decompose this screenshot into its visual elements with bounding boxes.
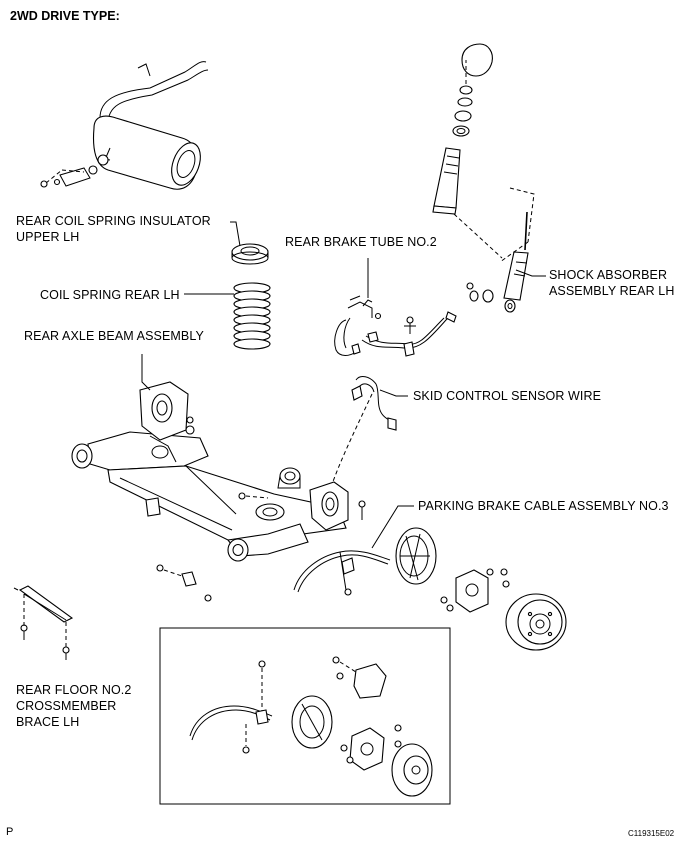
label-shock-absorber-line2: ASSEMBLY REAR LH [549, 284, 675, 298]
brake-tube-drawing [334, 295, 457, 357]
label-coil-spring: COIL SPRING REAR LH [40, 288, 180, 302]
figure-code: C119315E02 [628, 829, 675, 838]
label-floor-brace-line2: CROSSMEMBER [16, 699, 117, 713]
shock-absorber-drawing [466, 211, 529, 313]
inset-disc-brake-drawing [189, 656, 433, 797]
leader-lines [13, 221, 546, 591]
floor-brace-drawing [18, 585, 74, 660]
label-skid-sensor-wire: SKID CONTROL SENSOR WIRE [413, 389, 602, 403]
diagram-title: 2WD DRIVE TYPE: [10, 9, 120, 23]
brake-assembly-drawing [156, 527, 567, 651]
corner-marker: P [6, 826, 14, 838]
shock-upper-parts-drawing [432, 43, 535, 259]
coil-spring-parts-drawing [231, 243, 271, 350]
label-coil-spring-insulator-line2: UPPER LH [16, 230, 80, 244]
sensor-wire-drawing [329, 376, 397, 491]
label-floor-brace-line1: REAR FLOOR NO.2 [16, 683, 132, 697]
axle-beam-drawing [71, 381, 366, 562]
label-parking-cable: PARKING BRAKE CABLE ASSEMBLY NO.3 [418, 499, 669, 513]
label-brake-tube: REAR BRAKE TUBE NO.2 [285, 235, 437, 249]
label-coil-spring-insulator-line1: REAR COIL SPRING INSULATOR [16, 214, 211, 228]
label-shock-absorber-line1: SHOCK ABSORBER [549, 268, 668, 282]
label-axle-beam: REAR AXLE BEAM ASSEMBLY [24, 329, 204, 343]
exhaust-pipe-drawing [40, 61, 209, 190]
inset-frame [159, 627, 451, 805]
label-floor-brace-line3: BRACE LH [16, 715, 80, 729]
